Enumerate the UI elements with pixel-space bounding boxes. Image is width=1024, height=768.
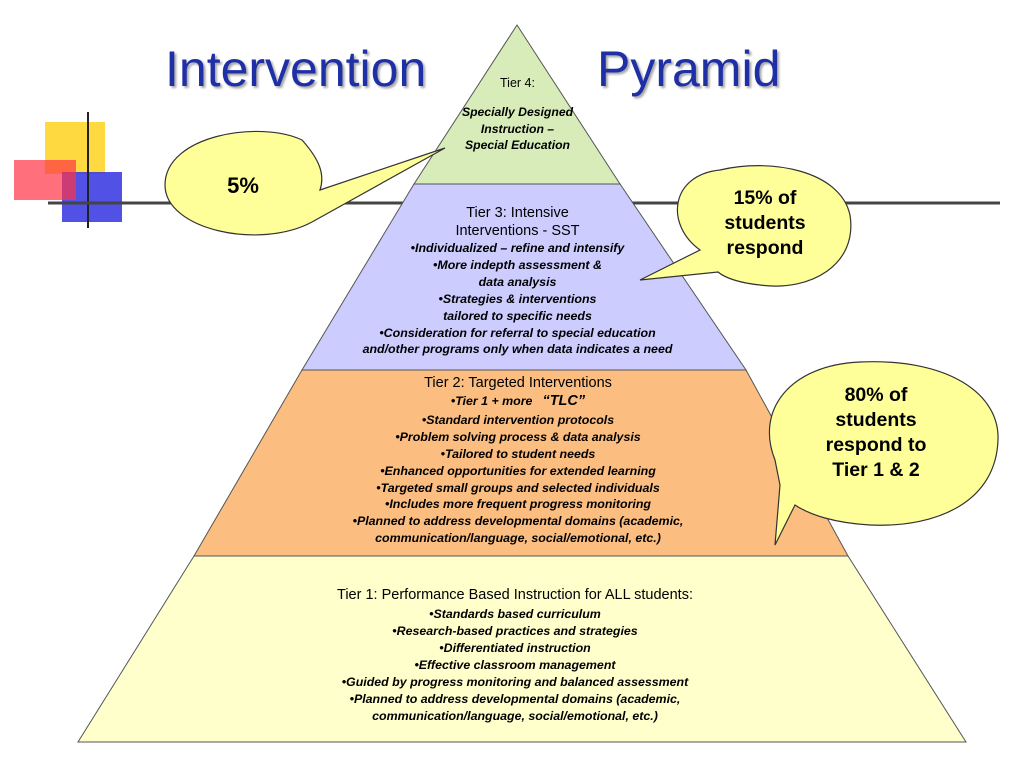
tier-1-bullet: communication/language, social/emotional… bbox=[372, 708, 658, 723]
tier-3-bullets: •Individualized – refine and intensify •… bbox=[320, 240, 715, 358]
tier-3-text: Tier 3: Intensive Interventions - SST •I… bbox=[320, 204, 715, 358]
tier-3-bullet: tailored to specific needs bbox=[443, 308, 592, 323]
tier-4-text: Tier 4: Specially Designed Instruction –… bbox=[440, 76, 595, 154]
tier-2-bullet: •Targeted small groups and selected indi… bbox=[376, 480, 660, 495]
tier-4-line: Specially Designed bbox=[461, 105, 574, 119]
tier-1-bullet: •Planned to address developmental domain… bbox=[349, 691, 681, 706]
tier-3-heading-line1: Tier 3: Intensive bbox=[466, 205, 569, 221]
tier-1-bullet: •Effective classroom management bbox=[414, 657, 616, 672]
tier-1-bullet: •Differentiated instruction bbox=[439, 641, 591, 656]
title-pyramid: Pyramid bbox=[597, 41, 781, 97]
tier-3-bullet: •More indepth assessment & bbox=[433, 258, 602, 273]
tier-1-bullets: •Standards based curriculum •Research-ba… bbox=[240, 606, 790, 724]
tier-2-heading: Tier 2: Targeted Interventions bbox=[424, 375, 612, 391]
tier-2-bullet: communication/language, social/emotional… bbox=[375, 531, 661, 546]
callout-5-percent bbox=[164, 130, 446, 236]
tier-4-line: Special Education bbox=[465, 138, 570, 153]
tier-1-shape bbox=[77, 555, 967, 743]
callout-line: Tier 1 & 2 bbox=[832, 458, 920, 481]
callout-line: 15% of bbox=[733, 187, 797, 209]
callout-line: 5% bbox=[227, 173, 259, 198]
callout-line: respond to bbox=[825, 433, 927, 456]
tier-3-bullet: •Strategies & interventions bbox=[438, 291, 597, 306]
tier-2-bullet: •Tailored to student needs bbox=[440, 446, 596, 461]
callout-15-percent-text: 15% of students respond bbox=[698, 186, 832, 261]
tier-2-first-bullet: •Tier 1 + more “TLC” bbox=[268, 392, 768, 412]
callout-5-percent-text: 5% bbox=[200, 172, 286, 200]
tier-3-heading-line2: Interventions - SST bbox=[455, 223, 580, 240]
callout-line: 80% of bbox=[844, 384, 908, 406]
callout-line: respond bbox=[726, 236, 804, 259]
tier-1-bullet: •Guided by progress monitoring and balan… bbox=[341, 674, 689, 689]
tier-2-bullet: •Includes more frequent progress monitor… bbox=[385, 497, 651, 512]
tier-3-bullet: data analysis bbox=[478, 274, 557, 289]
tier-3-bullet: •Consideration for referral to special e… bbox=[379, 325, 656, 340]
tier-4-heading: Tier 4: bbox=[500, 76, 535, 90]
tier-1-text: Tier 1: Performance Based Instruction fo… bbox=[240, 587, 790, 724]
tier-2-bullets: •Tier 1 + more “TLC” •Standard interventi… bbox=[268, 392, 768, 547]
tier-4-line: Instruction – bbox=[480, 121, 555, 136]
tier-4-description: Specially Designed Instruction – Special… bbox=[440, 104, 595, 154]
tier-1-bullet: •Standards based curriculum bbox=[429, 607, 601, 622]
tier-2-bullet: •Standard intervention protocols bbox=[421, 413, 615, 428]
callout-80-percent-text: 80% of students respond to Tier 1 & 2 bbox=[788, 383, 964, 483]
tier-2-bullet: •Enhanced opportunities for extended lea… bbox=[380, 463, 656, 478]
callout-80-percent bbox=[768, 361, 999, 546]
callout-line: students bbox=[835, 408, 917, 431]
deco-red-square bbox=[14, 160, 76, 200]
callout-15-percent bbox=[639, 165, 852, 287]
tier-2-text: Tier 2: Targeted Interventions •Tier 1 +… bbox=[268, 375, 768, 547]
title-intervention: Intervention bbox=[165, 41, 427, 97]
callout-line: students bbox=[724, 211, 806, 234]
tier-1-bullet: •Research-based practices and strategies bbox=[392, 624, 638, 639]
tier-2-bullet: •Problem solving process & data analysis bbox=[395, 429, 641, 444]
tier-3-bullet: and/other programs only when data indica… bbox=[362, 342, 673, 357]
tier-2-bullet-text: •Tier 1 + more bbox=[450, 394, 533, 409]
tier-1-heading: Tier 1: Performance Based Instruction fo… bbox=[337, 587, 693, 603]
tier-3-bullet: •Individualized – refine and intensify bbox=[410, 241, 625, 256]
tier-2-bullet: •Planned to address developmental domain… bbox=[352, 514, 684, 529]
tier-2-tlc: “TLC” bbox=[542, 393, 586, 410]
